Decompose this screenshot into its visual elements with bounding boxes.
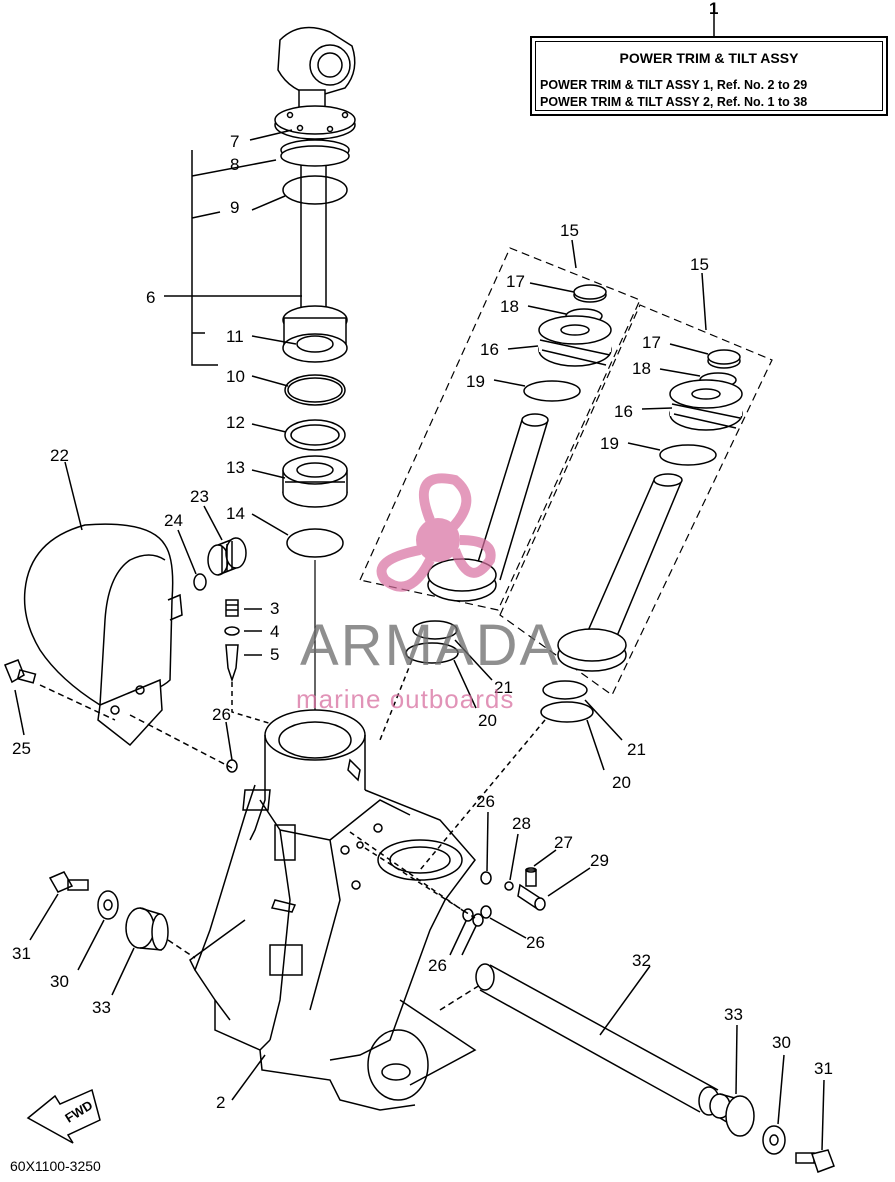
callout-30b: 30 [772,1033,791,1052]
callout-26a: 26 [212,705,231,724]
bolt-part-31b [795,1149,835,1173]
ring-part-12 [284,419,346,451]
callout-23: 23 [190,487,209,506]
callout-17a: 17 [506,272,525,291]
callout-22: 22 [50,446,69,465]
diagram-code: 60X1100-3250 [10,1158,101,1174]
motor-cover-part-22 [23,523,183,747]
seal-part-21a [412,620,458,640]
trim-piston-a [427,284,612,602]
callout-31b: 31 [814,1059,833,1078]
callout-15b: 15 [690,255,709,274]
group-bracket [191,150,218,366]
fwd-arrow-icon [26,1088,101,1144]
cap-part-13 [282,455,348,508]
callout-17b: 17 [642,333,661,352]
pin-part-27 [525,867,537,887]
callout-29: 29 [590,851,609,870]
trim-piston-b [557,349,743,672]
o-ring-part-4 [224,626,240,636]
callout-12: 12 [226,413,245,432]
watermark-name: ARMADA [300,613,561,678]
o-ring-part-9 [282,175,348,205]
callout-24: 24 [164,511,183,530]
callout-26c: 26 [526,933,545,952]
callout-25: 25 [12,739,31,758]
callout-2: 2 [216,1093,226,1112]
o-ring-part-24 [193,573,207,591]
callout-26d: 26 [428,956,447,975]
callout-21a: 21 [494,678,513,697]
watermark-tagline: marine outboards [296,684,515,714]
o-ring-part-26b [480,871,492,885]
callout-16b: 16 [614,402,633,421]
screw-part-29 [517,883,546,911]
callout-10: 10 [226,367,245,386]
tilt-tube-part-32 [475,963,720,1116]
callout-6: 6 [146,288,156,307]
callout-14: 14 [226,504,245,523]
assembly-variant-2: POWER TRIM & TILT ASSY 2, Ref. No. 1 to … [540,95,808,109]
callout-3: 3 [270,599,280,618]
callout-4: 4 [270,622,280,641]
callout-26b: 26 [476,792,495,811]
bushing-part-33a [125,907,169,951]
o-ring-part-26c [462,908,474,922]
callout-13: 13 [226,458,245,477]
tilt-rod-part-6 [274,26,356,363]
armada-logo-icon [376,473,496,592]
o-ring-part-20a [405,642,459,664]
callout-20a: 20 [478,711,497,730]
callout-27: 27 [554,833,573,852]
callout-18a: 18 [500,297,519,316]
callout-15a: 15 [560,221,579,240]
callout-33b: 33 [724,1005,743,1024]
callout-21b: 21 [627,740,646,759]
callout-18b: 18 [632,359,651,378]
callout-20b: 20 [612,773,631,792]
valve-part-3 [225,599,239,617]
filter-part-23 [207,537,247,576]
assembly-title: POWER TRIM & TILT ASSY [619,50,799,66]
callout-32: 32 [632,951,651,970]
callout-11: 11 [226,327,244,346]
seal-part-21b [542,680,588,700]
assembly-title-box: POWER TRIM & TILT ASSY POWER TRIM & TILT… [530,36,888,116]
callout-33a: 33 [92,998,111,1017]
o-ring-part-20b [540,701,594,723]
callout-19a: 19 [466,372,485,391]
callout-9: 9 [230,198,240,217]
bolt-part-31a [48,871,89,893]
assembly-variant-1: POWER TRIM & TILT ASSY 1, Ref. No. 2 to … [540,78,808,92]
washer-part-30a [97,890,119,920]
callout-30a: 30 [50,972,69,991]
housing-part-2 [189,709,477,1111]
callout-19b: 19 [600,434,619,453]
callout-8: 8 [230,155,240,174]
o-ring-part-14 [286,528,344,558]
ball-part-28 [504,881,514,891]
o-ring-part-10 [284,374,346,406]
callout-16a: 16 [480,340,499,359]
callout-5: 5 [270,645,280,664]
callout-1: 1 [709,0,719,18]
callout-31a: 31 [12,944,31,963]
bolt-part-25 [4,659,37,684]
callout-28: 28 [512,814,531,833]
washer-part-30b [762,1125,786,1155]
callout-7: 7 [230,132,240,151]
bushing-part-33b [709,1093,755,1137]
valve-part-5 [225,644,239,683]
